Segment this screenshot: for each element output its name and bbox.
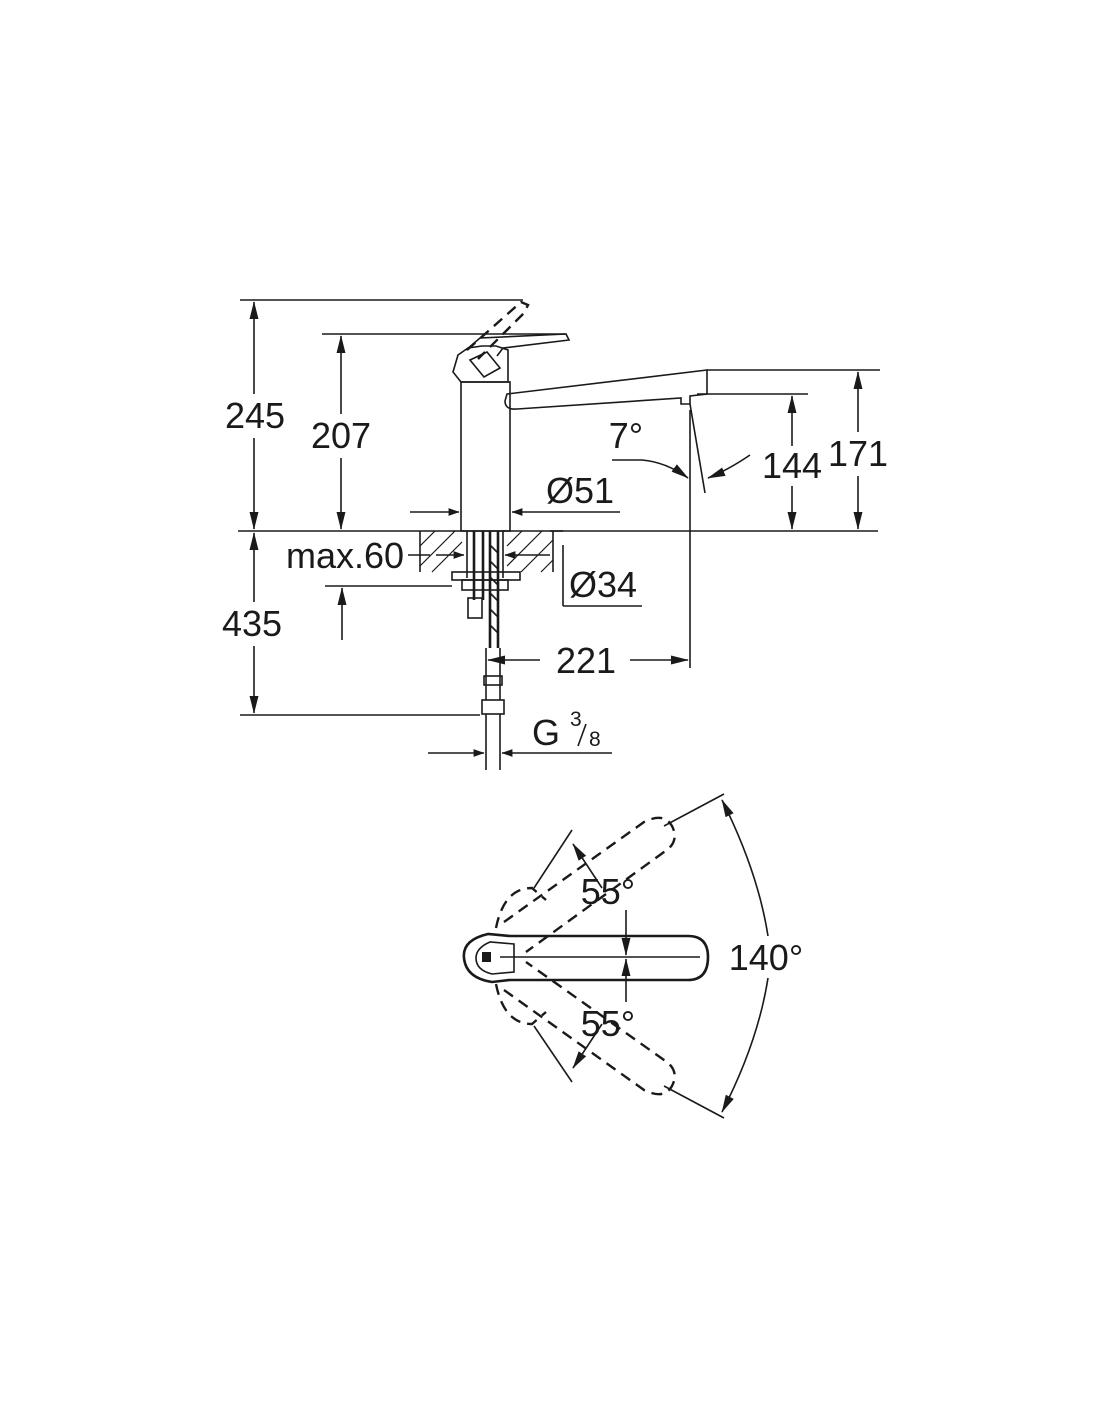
dim-body-diameter: Ø51 <box>546 470 614 511</box>
dim-swivel-total: 140° <box>729 937 803 978</box>
angle-lower-extension <box>533 1025 573 1083</box>
side-view: 245 207 171 144 7° Ø51 max.60 Ø34 4 <box>216 299 890 770</box>
handle-hub <box>475 941 515 975</box>
dim-thread-slash <box>577 723 587 747</box>
angle-upper-extension <box>533 829 573 889</box>
dim-swivel-upper: 55° <box>581 871 635 912</box>
handle-swing-upper-outline <box>503 816 676 953</box>
angle-arrow-left <box>641 459 689 479</box>
dim-body-height: 207 <box>311 415 371 456</box>
countertop-hatch <box>419 530 554 573</box>
dim-thread-numerator: 3 <box>570 708 582 731</box>
stud-nut <box>467 597 483 619</box>
jet-angle-line <box>689 403 706 494</box>
dim-thread-letter: G <box>532 712 560 753</box>
extension-lines <box>240 299 880 716</box>
top-view: 55° 55° 140° <box>462 793 803 1119</box>
fixing-nut <box>461 579 509 591</box>
dim-hole-diameter: Ø34 <box>569 564 637 605</box>
angle-total-extension-upper <box>663 793 725 827</box>
handle-swing-lower-hub <box>494 983 547 1026</box>
dim-deck-thickness: max.60 <box>286 535 404 576</box>
angle-lower-arrow-b <box>572 1023 603 1069</box>
dim-spout-top-height: 171 <box>828 433 888 474</box>
dim-spout-angle: 7° <box>609 415 643 456</box>
handle-swing-lower-outline <box>503 961 676 1096</box>
dim-swivel-lower: 55° <box>581 1003 635 1044</box>
fixing-washer <box>451 571 521 581</box>
angle-upper-arrow-a <box>572 843 603 889</box>
dim-thread-denominator: 8 <box>589 728 601 751</box>
lever-handle <box>452 333 571 383</box>
angle-total-extension-lower <box>663 1085 725 1119</box>
dim-spout-reach: 221 <box>556 640 616 681</box>
spout <box>504 369 708 410</box>
handle-swing-upper-hub <box>494 886 547 929</box>
faucet-body <box>460 381 511 532</box>
flex-hose <box>481 648 505 770</box>
angle-total-arc-lower <box>721 977 769 1113</box>
angle-arrow-right <box>707 454 751 479</box>
dim-outlet-height: 144 <box>762 445 822 486</box>
handle-indicator <box>482 952 491 962</box>
handle-center <box>462 932 710 984</box>
dim-hose-length: 435 <box>222 603 282 644</box>
angle-total-arc-upper <box>721 799 769 937</box>
lever-raised-outline <box>466 300 530 360</box>
dim-total-height: 245 <box>225 395 285 436</box>
